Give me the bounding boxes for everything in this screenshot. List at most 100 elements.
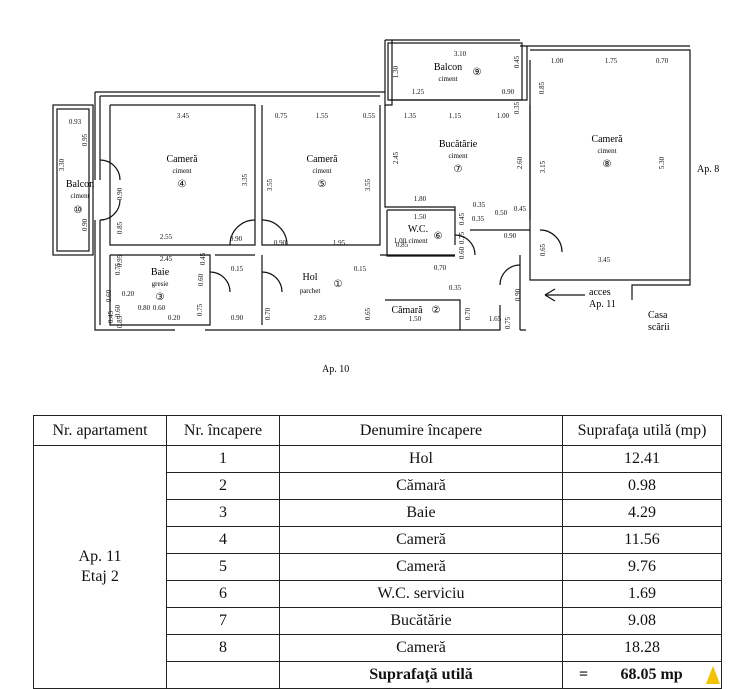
row-name: Bucătărie <box>279 607 563 635</box>
row-area: 9.08 <box>562 607 722 635</box>
room-2-no: ② <box>432 305 441 316</box>
room-8-no: ⑧ <box>603 159 612 170</box>
total-empty <box>166 661 280 689</box>
dimension-label: 1.35 <box>404 112 417 120</box>
row-area: 18.28 <box>562 634 722 662</box>
table-row: 5 Cameră 9.76 <box>34 553 722 581</box>
dimension-label: 0.85 <box>116 315 124 328</box>
dimension-label: 0.65 <box>539 243 547 256</box>
dimension-label: 0.85 <box>396 241 409 249</box>
access-ap-label: Ap. 11 <box>589 299 616 310</box>
dimension-label: 0.35 <box>513 101 521 114</box>
dimension-label: 2.45 <box>160 255 173 263</box>
dimension-label: 0.85 <box>116 221 124 234</box>
room-7-no: ⑦ <box>454 164 463 175</box>
dimension-label: 1.50 <box>409 315 422 323</box>
row-nr: 6 <box>166 580 280 608</box>
dimension-label: 1.00 <box>497 112 510 120</box>
dimension-label: 0.90 <box>231 314 244 322</box>
dimension-label: 0.80 <box>138 304 151 312</box>
row-name: Hol <box>279 445 563 473</box>
room-5-finish: ciment <box>312 167 331 175</box>
dimension-label: 0.65 <box>364 307 372 320</box>
dimension-label: 2.55 <box>160 233 173 241</box>
dimension-label: 1.55 <box>316 112 329 120</box>
warning-marker-icon <box>706 666 720 684</box>
room-7-name: Bucătărie <box>439 139 478 150</box>
row-nr: 1 <box>166 445 280 473</box>
dimension-label: 0.45 <box>199 252 207 265</box>
room-3-finish: gresie <box>152 280 169 288</box>
table-row: Ap. 11 Etaj 2 1 Hol 12.41 <box>33 445 722 689</box>
row-name: Cameră <box>279 553 563 581</box>
dimension-label: 0.70 <box>434 264 447 272</box>
access-arrow <box>544 288 585 302</box>
dimension-label: 3.55 <box>364 178 372 191</box>
dimension-label: 3.15 <box>539 160 547 173</box>
room-9-name: Balcon <box>434 62 462 73</box>
floor-plan: Balcon ciment ⑨ Cameră ciment ⑧ Cameră c… <box>52 39 719 375</box>
dimension-label: 5.30 <box>658 156 666 169</box>
total-value-cell: = 68.05 mp <box>562 661 722 689</box>
total-value: 68.05 mp <box>620 666 683 683</box>
header-apartment: Nr. apartament <box>33 415 167 446</box>
dimension-label: 0.90 <box>81 218 89 231</box>
row-nr: 2 <box>166 472 280 500</box>
access-label: acces <box>589 287 611 298</box>
room-10-name: Balcon <box>66 179 94 190</box>
stair-label: Casa <box>648 310 668 321</box>
total-label: Suprafaţă utilă <box>279 661 563 689</box>
room-1-no: ① <box>334 279 343 290</box>
door-swings <box>99 159 563 293</box>
table-row: 4 Cameră 11.56 <box>34 526 722 554</box>
row-nr: 5 <box>166 553 280 581</box>
dimension-label: 0.45 <box>514 205 527 213</box>
row-name: W.C. serviciu <box>279 580 563 608</box>
dimension-label: 0.95 <box>116 254 124 267</box>
dimension-label: 0.90 <box>504 232 517 240</box>
dimension-label: 0.50 <box>495 209 508 217</box>
row-area: 4.29 <box>562 499 722 527</box>
table-row: 6 W.C. serviciu 1.69 <box>34 580 722 608</box>
dimension-label: 0.35 <box>473 201 486 209</box>
dimension-label: 0.60 <box>114 304 122 317</box>
dimension-label: 0.75 <box>458 231 466 244</box>
dimension-label: 1.30 <box>392 65 400 78</box>
header-room-name: Denumire încapere <box>279 415 563 446</box>
dimension-label: 0.95 <box>81 133 89 146</box>
row-nr: 3 <box>166 499 280 527</box>
dimension-label: 0.60 <box>153 304 166 312</box>
room-8-finish: ciment <box>597 147 616 155</box>
room-3-no: ③ <box>156 292 165 303</box>
dimension-label: 0.90 <box>230 235 243 243</box>
dimension-label: 2.60 <box>516 156 524 169</box>
room-5-name: Cameră <box>306 154 338 165</box>
row-nr: 4 <box>166 526 280 554</box>
room-6-finish: ciment <box>408 237 427 245</box>
dimension-label: 0.20 <box>168 314 181 322</box>
table-row: 8 Cameră 18.28 <box>34 634 722 662</box>
floor-label: Etaj 2 <box>81 568 119 585</box>
stair-label-2: scării <box>648 322 670 333</box>
balcony-left-inner <box>56 108 90 252</box>
dimension-label: 2.85 <box>314 314 327 322</box>
dimension-label: 0.15 <box>231 265 244 273</box>
dimension-label: 3.45 <box>177 112 190 120</box>
apartment-cell: Ap. 11 Etaj 2 <box>33 445 167 689</box>
row-name: Baie <box>279 499 563 527</box>
dimension-label: 1.50 <box>414 213 427 221</box>
row-area: 11.56 <box>562 526 722 554</box>
table-row: 7 Bucătărie 9.08 <box>34 607 722 635</box>
dimension-label: 0.45 <box>458 212 466 225</box>
neighbor-right-label: Ap. 8 <box>697 164 719 175</box>
room-4-no: ④ <box>178 179 187 190</box>
dimension-label: 0.75 <box>114 262 122 275</box>
dimension-label: 0.85 <box>538 81 546 94</box>
dimension-label: 0.90 <box>116 187 124 200</box>
dimension-label: 0.35 <box>449 284 462 292</box>
room-6-no: ⑥ <box>434 231 443 242</box>
dimension-label: 0.70 <box>656 57 669 65</box>
dimension-label: 0.55 <box>363 112 376 120</box>
room-area-table: Nr. apartament Nr. încapere Denumire înc… <box>33 415 722 689</box>
dimension-label: 1.00 <box>551 57 564 65</box>
